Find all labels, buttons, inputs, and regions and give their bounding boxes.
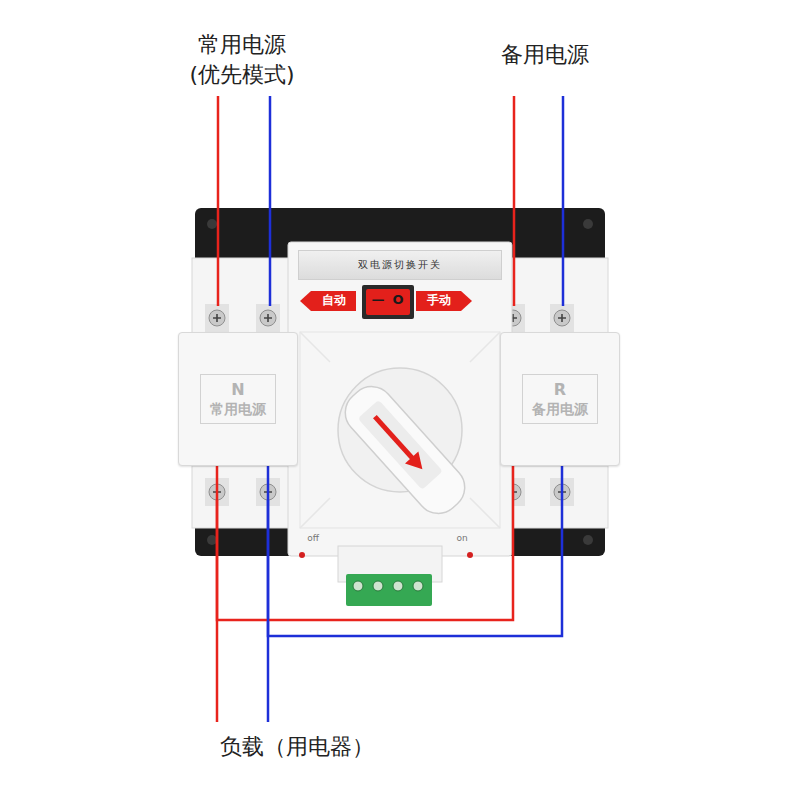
indicator-lamp xyxy=(467,552,473,558)
neutral-wire xyxy=(562,96,565,306)
load-label: 负载（用电器） xyxy=(220,734,374,759)
mount-hole xyxy=(583,535,593,545)
terminal-screw xyxy=(209,310,225,326)
manual-arrow xyxy=(416,291,472,311)
direction-arrow xyxy=(375,417,415,462)
screw-slot xyxy=(558,314,566,322)
housing-relief xyxy=(300,332,500,528)
block-screw xyxy=(413,581,423,591)
pole-letter: N xyxy=(210,380,266,401)
screw-head xyxy=(554,310,570,326)
indicator-lamp xyxy=(299,552,305,558)
module-bottom xyxy=(192,466,296,528)
supply-note: (优先模式) xyxy=(189,62,294,87)
screw-head xyxy=(209,310,225,326)
indicator-label: off xyxy=(307,533,319,543)
name-plate: 双电源切换开关 xyxy=(298,250,502,280)
indicator-label: on xyxy=(456,533,467,543)
direction-arrowhead xyxy=(405,451,429,475)
screw-slot xyxy=(264,314,272,322)
cover-panel: N常用电源 xyxy=(178,332,298,466)
rocker-symbol: — xyxy=(372,293,385,308)
control-terminal-block xyxy=(346,574,432,606)
mount-hole xyxy=(207,219,217,229)
live-wire xyxy=(217,96,220,306)
handle-inset xyxy=(358,400,443,490)
mount-hole xyxy=(583,219,593,229)
center-housing xyxy=(288,242,512,556)
supply-label: 备用电源 xyxy=(501,42,589,67)
wire-connector xyxy=(268,466,562,636)
wire-connector xyxy=(217,466,513,620)
panel-text: 备用电源 xyxy=(532,400,588,418)
panel-text: 常用电源 xyxy=(210,400,266,418)
housing-relief-lines xyxy=(300,332,500,528)
embossed-frame: R备用电源 xyxy=(522,374,598,425)
module-bottom xyxy=(504,466,608,528)
rocker-switch xyxy=(366,289,410,315)
block-screw xyxy=(353,581,363,591)
pole-letter: R xyxy=(532,380,588,401)
rocker-symbol: O xyxy=(392,293,403,308)
embossed-frame: N常用电源 xyxy=(200,374,276,425)
screw-head xyxy=(260,310,276,326)
plate-text-group: 双电源切换开关 xyxy=(358,258,442,272)
auto-arrow xyxy=(300,291,356,311)
terminal-recess xyxy=(256,304,280,332)
block-screw xyxy=(393,581,403,591)
module-top xyxy=(192,258,296,338)
live-wire xyxy=(513,96,516,306)
mode-label: 手动 xyxy=(427,294,451,308)
rocker-frame xyxy=(362,285,414,319)
terminal-screw xyxy=(554,310,570,326)
terminal-recess xyxy=(205,304,229,332)
screw-slot xyxy=(213,314,221,322)
terminal-recess xyxy=(550,304,574,332)
supply-label: 常用电源 xyxy=(198,32,286,57)
mount-hole xyxy=(207,535,217,545)
neutral-wire xyxy=(269,96,272,306)
knob-handle xyxy=(336,378,474,523)
mode-label: 自动 xyxy=(322,294,346,308)
terminal-screw xyxy=(260,310,276,326)
plate-text: 双电源切换开关 xyxy=(358,258,442,272)
handle-body xyxy=(336,378,474,523)
block-screw xyxy=(373,581,383,591)
cover-panel: R备用电源 xyxy=(500,332,620,466)
